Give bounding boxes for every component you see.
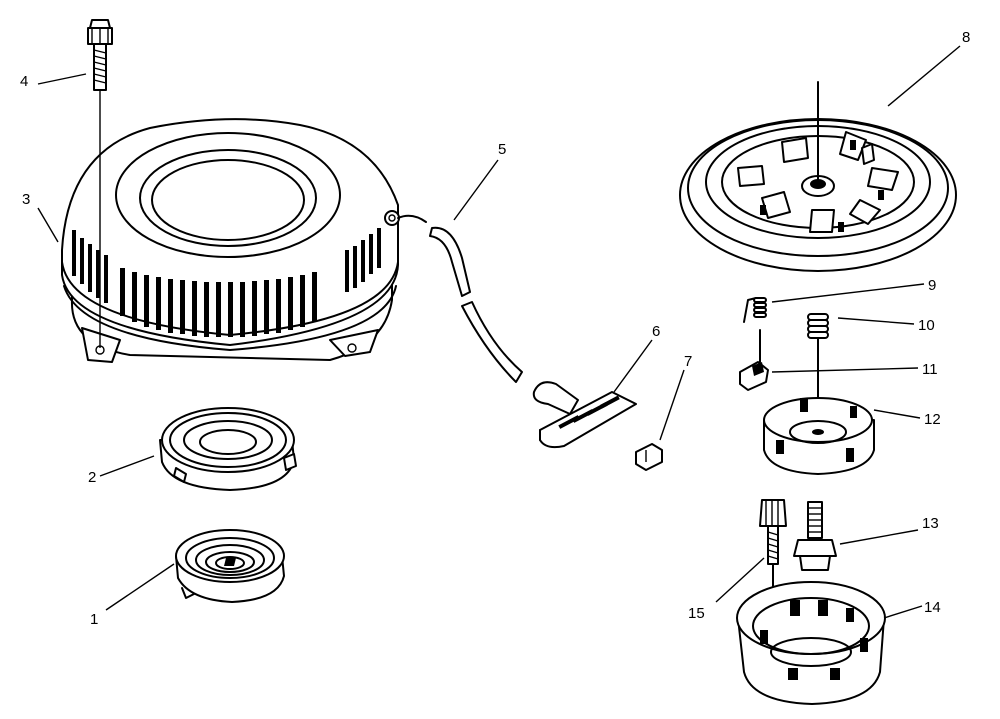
callout-6: 6 [652,323,660,340]
callout-15: 15 [688,605,705,622]
starter-rope-part-5 [397,214,523,383]
starter-housing [61,118,400,363]
stud-part-13 [793,501,837,571]
callout-11: 11 [922,361,938,378]
spring-part-9 [743,297,767,323]
callout-7: 7 [684,353,692,370]
pawl-part-11 [739,329,769,391]
callout-8: 8 [962,29,970,46]
bolt-part-4 [87,19,113,348]
leader-lines [37,45,961,619]
callout-13: 13 [922,515,939,532]
recoil-spring-part-1 [175,529,285,603]
callout-1: 1 [90,611,98,628]
callout-12: 12 [924,411,941,428]
callout-14: 14 [924,599,941,616]
pulley-part-8 [679,81,957,272]
starter-handle-part-6 [532,381,637,449]
callout-4: 4 [20,73,28,90]
callout-10: 10 [918,317,935,334]
rope-clip-part-7 [635,443,663,471]
callout-3: 3 [22,191,30,208]
ratchet-cup-part-12 [763,397,875,475]
friction-plate-part-2 [159,407,297,491]
callout-5: 5 [498,141,506,158]
callout-numbers: 4 3 5 8 6 7 9 10 11 12 2 1 13 14 15 [20,29,970,628]
callout-2: 2 [88,469,96,486]
retainer-part-14 [736,581,886,705]
screw-part-15 [759,499,787,601]
callout-9: 9 [928,277,936,294]
